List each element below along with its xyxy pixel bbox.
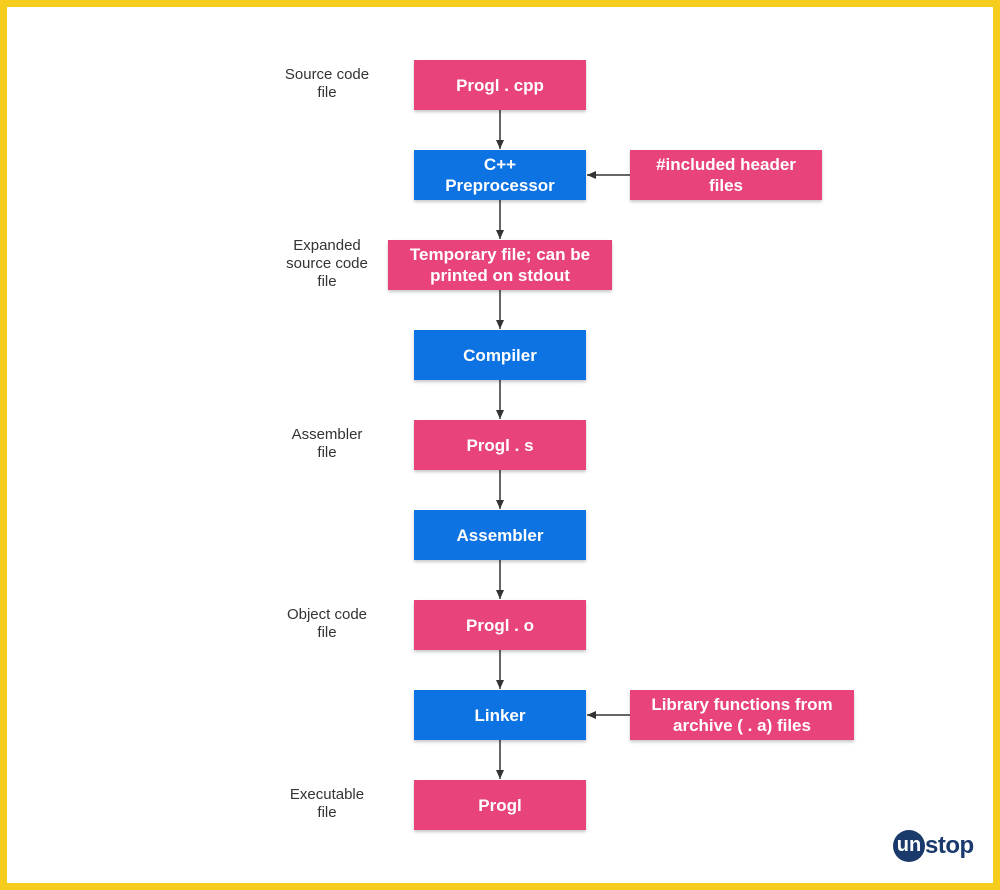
label-expanded-source-file: Expanded source code file [286, 237, 368, 290]
logo-mark: un [893, 830, 925, 862]
node-header-files: #included header files [630, 150, 822, 200]
node-object-file: Progl . o [414, 600, 586, 650]
node-linker: Linker [414, 690, 586, 740]
unstop-logo: un stop [893, 830, 974, 862]
node-library-functions: Library functions from archive ( . a) fi… [630, 690, 854, 740]
label-source-code-file: Source code file [284, 66, 370, 101]
label-assembler-file: Assembler file [291, 426, 363, 461]
label-object-code-file: Object code file [286, 606, 368, 641]
node-preprocessor: C++ Preprocessor [414, 150, 586, 200]
logo-text: stop [925, 832, 974, 859]
label-executable-file: Executable file [289, 786, 365, 821]
node-assembler: Assembler [414, 510, 586, 560]
node-executable: Progl [414, 780, 586, 830]
node-assembler-file: Progl . s [414, 420, 586, 470]
node-temporary-file: Temporary file; can be printed on stdout [388, 240, 612, 290]
node-compiler: Compiler [414, 330, 586, 380]
node-source-file: Progl . cpp [414, 60, 586, 110]
